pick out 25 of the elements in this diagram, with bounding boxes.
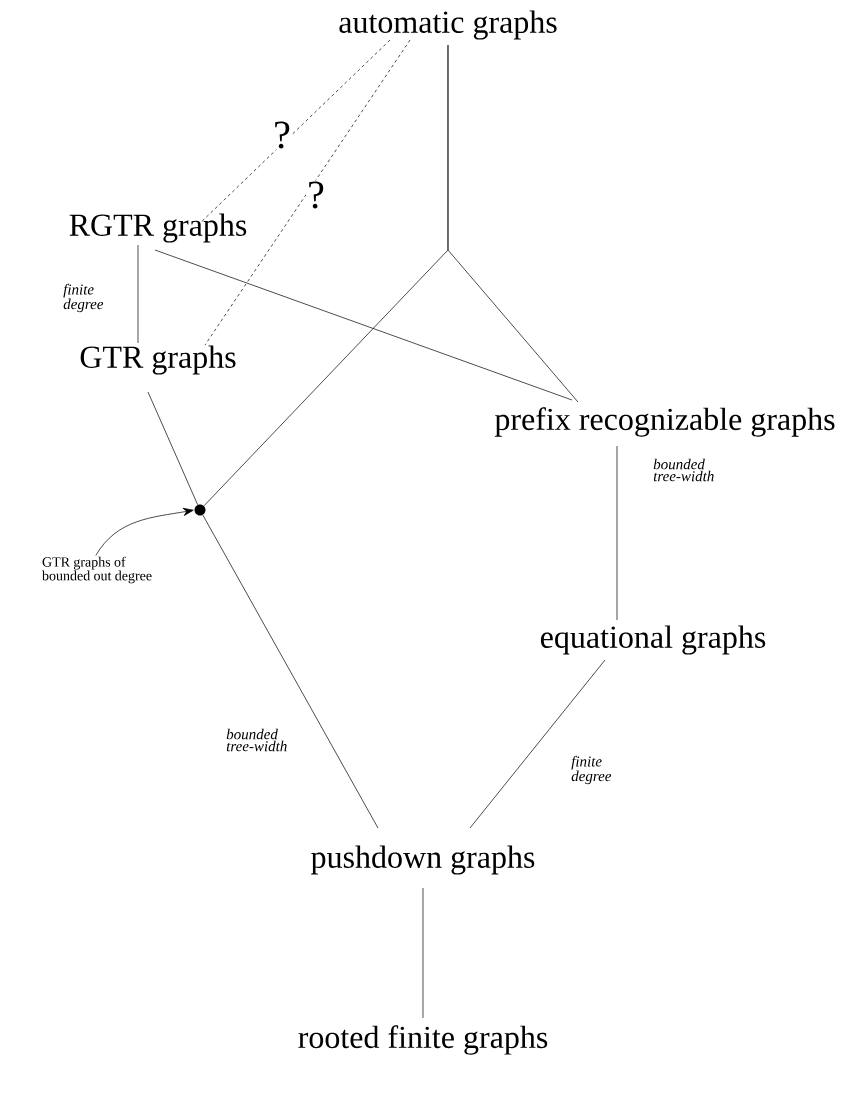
question-mark: ? (306, 180, 326, 210)
dashed-line (194, 39, 391, 229)
question-mark: ? (272, 120, 292, 150)
connector-line (137, 244, 139, 344)
connector-line (154, 249, 573, 401)
connector-line (147, 391, 199, 506)
class-name: prefix recognizable graphs (494, 407, 835, 437)
class-name: equational graphs (540, 625, 766, 655)
class-name: automatic graphs (339, 10, 557, 40)
class-name: RGTR graphs (69, 213, 247, 243)
connector-line (202, 514, 379, 829)
annotation-text: GTR graphs of bounded out degree (42, 556, 152, 584)
class-name: rooted finite graphs (298, 1025, 548, 1055)
connector-line (616, 445, 618, 621)
curved-arrow (95, 507, 194, 556)
class-name: pushdown graphs (311, 845, 535, 875)
connector-line (447, 44, 579, 403)
connector-line (422, 887, 424, 1019)
dashed-line (204, 39, 411, 346)
edge-label: bounded tree-width (226, 728, 287, 752)
connector-line (469, 659, 606, 829)
edge-label: bounded tree-width (653, 458, 714, 482)
edge-label: finite degree (63, 283, 104, 313)
class-name: GTR graphs (80, 345, 236, 375)
edge-label: finite degree (571, 755, 612, 785)
